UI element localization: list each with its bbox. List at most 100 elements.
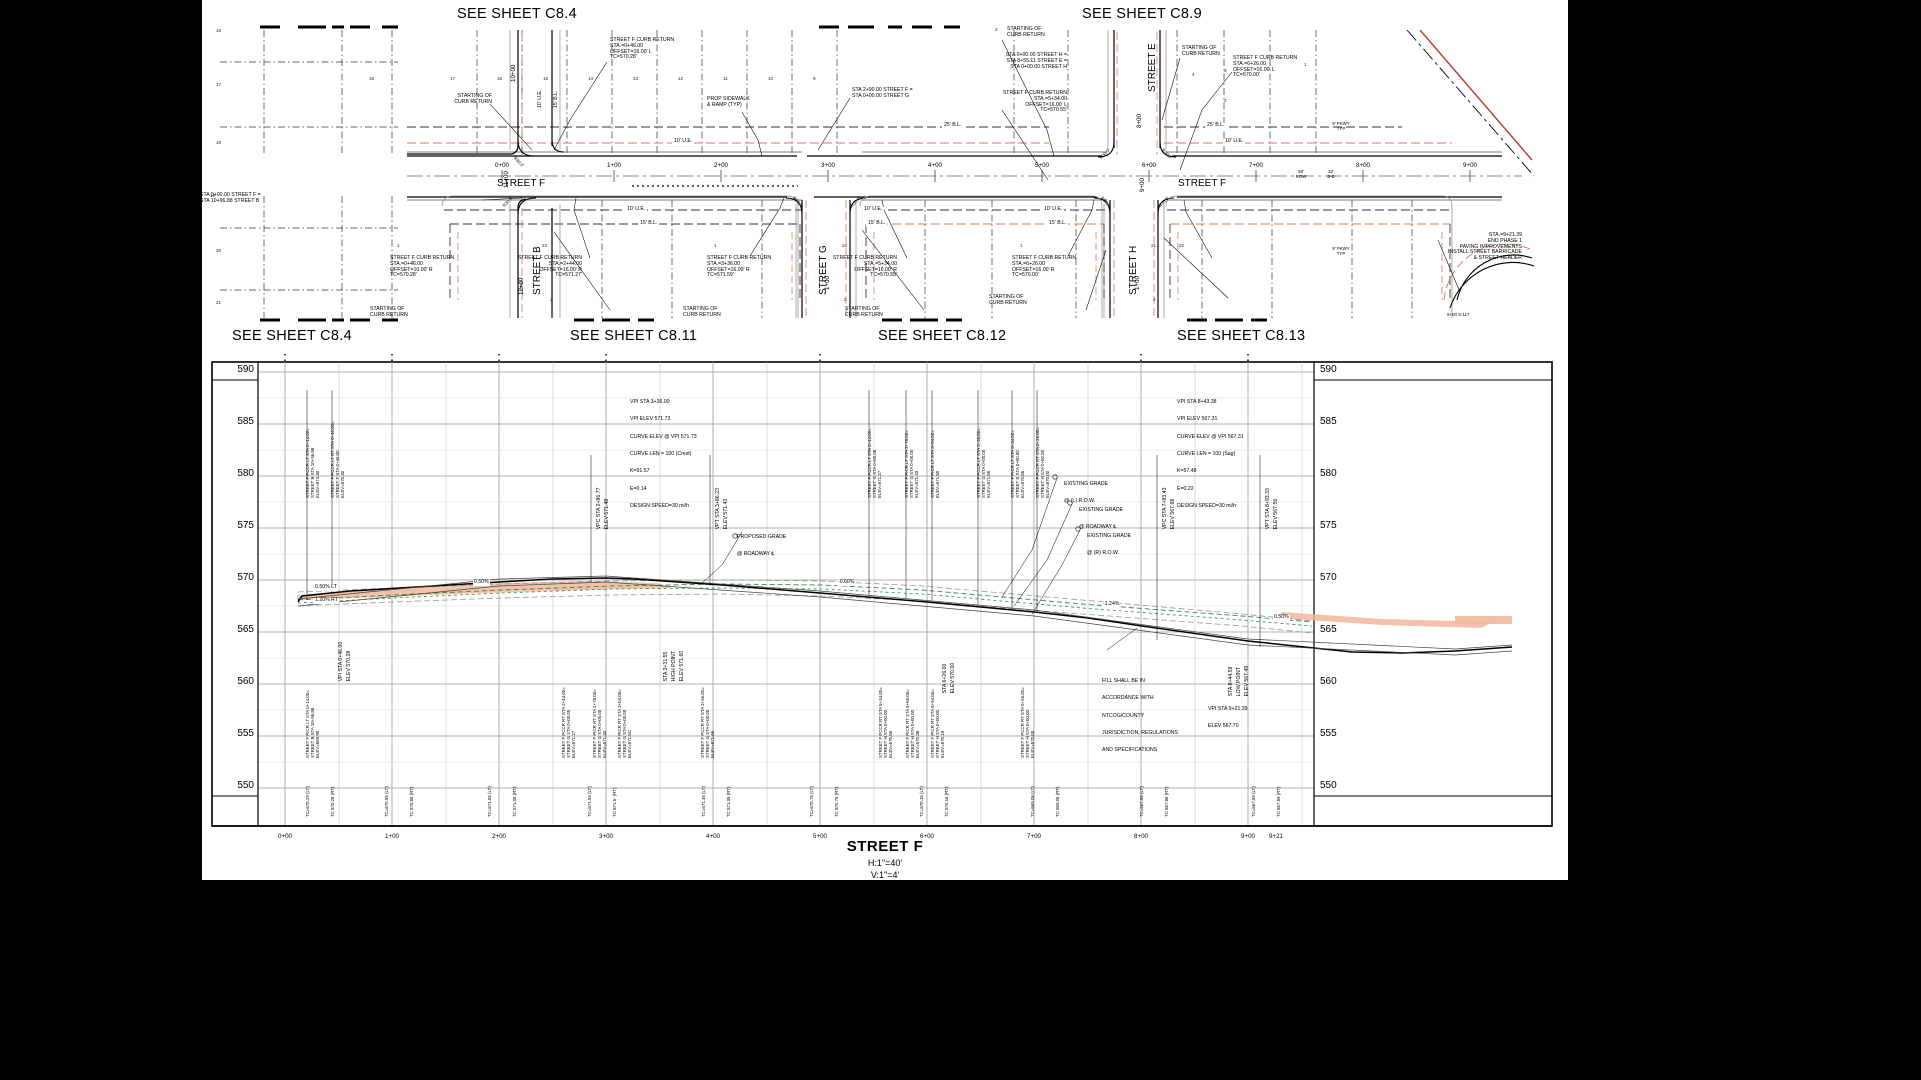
easement-15bl-3: 15' B.L.: [1047, 220, 1069, 227]
callout-9-00-s117: 9+00 S-117: [1447, 312, 1470, 317]
vpi-9-21-elev: ELEV 567.70: [1208, 723, 1239, 730]
profile-view: 590 585 580 575 570 565 560 555 550 590 …: [202, 350, 1568, 880]
y-tick-555-left: 555: [237, 728, 254, 739]
anno-top-2: STREET F PCCR LT STA 2+44.00= STREET G S…: [867, 428, 882, 498]
street-label-f-right: STREET F: [1178, 178, 1227, 189]
legend-exist-l-line1: @ (L) R.O.W.: [1064, 498, 1096, 505]
tc-label: TC=570.15 (LT): [919, 786, 924, 817]
lot-number: 22: [1179, 243, 1185, 248]
vpi-left-line-5: E=0.14: [630, 485, 647, 492]
lot-number: 16: [216, 28, 222, 33]
y-tick-590-left: 590: [237, 364, 254, 375]
fill-note-line4: AND SPECIFICATIONS: [1102, 747, 1158, 754]
see-sheet-ref-bottom-1: SEE SHEET C8.4: [232, 328, 352, 344]
lot-number: 9: [813, 76, 816, 81]
fill-note-line3: JURISDICTION, REGULATIONS: [1102, 729, 1178, 736]
tc-label: TC=567.85 (LT): [1139, 786, 1144, 817]
anno-low-8: STREET F PCCR RT STA 6+26.00= STREET H S…: [1020, 687, 1035, 758]
radius-label: R30.0': [501, 195, 514, 208]
vpi-right-line-0: VPI STA 8+43.38: [1177, 398, 1217, 405]
easement-15bl-2: 15' B.L.: [866, 220, 888, 227]
tc-label: TC 567.59 (RT): [1276, 786, 1281, 817]
grade-1-20-rt: 1.20% RT: [314, 597, 339, 604]
lot-number: 1: [714, 243, 717, 248]
anno-top-5: STREET F PCCR LT STA 3+36.00= STREET G S…: [976, 428, 991, 498]
scale-horizontal: H:1"=40': [867, 858, 903, 868]
anno-low-7: STREET F PICR RT STA 5+94.00= STREET H S…: [930, 689, 945, 758]
x-tick-1-00: 1+00: [385, 833, 399, 840]
x-tick-3-00: 3+00: [599, 833, 613, 840]
callout-curb-return-6-26-R: STREET F CURB RETURN STA.=6+26.00 OFFSET…: [1012, 255, 1077, 279]
fill-note-line0: FILL SHALL BE IN: [1102, 677, 1145, 684]
vstation-11-00: 11+00: [503, 171, 510, 188]
anno-low-5: STREET F PCCR RT STA 5+34.00= STREET H S…: [878, 687, 893, 758]
tc-label: TC=571.35 (LT): [701, 786, 706, 817]
easement-10ue-2: 10' U.E.: [1223, 138, 1246, 145]
sta-6-26-elev: ELEV 570.00: [945, 663, 962, 702]
vstation-h-1-00: 1+00: [1134, 276, 1141, 290]
lot-number: 20: [216, 248, 222, 253]
y-tick-555-right: 555: [1320, 728, 1337, 739]
see-sheet-ref-top-left: SEE SHEET C8.4: [457, 6, 577, 22]
vpi-sta-0-46-elev: ELEV 570.28: [341, 651, 358, 690]
fill-note: FILL SHALL BE IN ACCORDANCE WITH NTCOG/C…: [1102, 667, 1178, 766]
vpi-left-line-1: VPI ELEV 571.73: [630, 416, 671, 423]
tc-label: TC 570.75 (RT): [834, 786, 839, 817]
legend-exist-r-line1: @ (R) R.O.W.: [1087, 550, 1120, 557]
vpi-9-21-39-block: VPI STA 9+21.39 ELEV 567.70: [1208, 695, 1248, 742]
vpi-9-21-sta: VPI STA 9+21.39: [1208, 705, 1248, 712]
radius-label: R30.0': [1160, 147, 1174, 160]
grade-neg-0-60: -0.60%: [837, 579, 856, 586]
easement-25bl-1: 25' B.L.: [942, 122, 964, 129]
vpi-right-line-2: CURVE ELEV @ VPI 567.31: [1177, 433, 1244, 440]
lot-number: 2: [550, 297, 553, 302]
anno-low-0: STREET F PICR LT STA 0+14.00= STREET B S…: [305, 690, 320, 758]
radius-label: R30.0': [1099, 195, 1113, 208]
y-tick-550-left: 550: [237, 780, 254, 791]
callout-sta-2-90-street-g: STA 2+90.00 STREET F = STA 0+00.00 STREE…: [852, 87, 913, 99]
tc-label: TC=571.54 (LT): [587, 786, 592, 817]
tc-label: TC=567.59 (LT): [1251, 786, 1256, 817]
vpi-left-line-2: CURVE ELEV @ VPI 571.73: [630, 433, 697, 440]
x-tick-7-00: 7+00: [1027, 833, 1041, 840]
grade-0-50-end: 0.50%: [1273, 614, 1290, 621]
drawing-sheet: SEE SHEET C8.4 SEE SHEET C8.9 SEE SHEET …: [200, 0, 1568, 880]
lp-elev: ELEV 567.49: [1243, 665, 1250, 697]
vpi-0-46-elev: ELEV 570.28: [345, 650, 352, 682]
lot-number: 17: [450, 76, 456, 81]
vpi-left-line-3: CURVE LEN = 100 (Crest): [630, 450, 692, 457]
vpi-block-left: VPI STA 3+36.00 VPI ELEV 571.73 CURVE EL…: [630, 388, 697, 522]
legend-exist-l-line0: EXISTING GRADE: [1064, 480, 1109, 487]
vpi-left-line-4: K=91.57: [630, 468, 650, 475]
street-b-width-label: 12'+/-: [519, 281, 524, 292]
lot-number: 3: [1224, 68, 1227, 73]
y-tick-580-left: 580: [237, 468, 254, 479]
x-tick-6-00: 6+00: [920, 833, 934, 840]
easement-10ue-5: 10' U.E.: [1042, 206, 1065, 213]
vpc-7-93-43-elev: ELEV 567.68: [1165, 499, 1182, 538]
callout-curb-return-0-46-R: STREET F CURB RETURN STA.=0+46.00 OFFSET…: [390, 255, 455, 279]
easement-10ue-3: 10' U.E.: [625, 206, 648, 213]
y-tick-580-right: 580: [1320, 468, 1337, 479]
vpt-8-93-33-elev: ELEV 567.56: [1268, 499, 1285, 538]
callout-curb-return-5-34-L: STREET F CURB RETURN STA.=5+34.00 OFFSET…: [1002, 90, 1067, 114]
lot-number: 18: [216, 140, 222, 145]
radius-label: R30.0': [791, 195, 805, 208]
legend-exist-c-line1: @ ROADWAY ℄: [1079, 524, 1117, 531]
vpc-left-elev: ELEV 571.48: [603, 498, 610, 530]
callout-starting-curb-return-3: STARTING OF CURB RETURN: [1182, 45, 1220, 57]
vpt-left-elev: ELEV 571.43: [722, 498, 729, 530]
legend-existing-grade-left-row: EXISTING GRADE @ (L) R.O.W.: [1064, 470, 1108, 517]
callout-starting-curb-return-5: STARTING OF CURB RETURN: [683, 306, 721, 318]
roadway-width-label: 32' B-B: [1327, 169, 1335, 179]
legend-prop-line1: @ ROADWAY ℄: [737, 551, 775, 558]
lot-number: 21: [1151, 243, 1157, 248]
y-tick-565-right: 565: [1320, 624, 1337, 635]
hp-elev: ELEV 571.60: [678, 650, 685, 682]
lot-number: 1: [397, 243, 400, 248]
y-tick-565-left: 565: [237, 624, 254, 635]
x-tick-4-00: 4+00: [706, 833, 720, 840]
legend-existing-grade-right-row: EXISTING GRADE @ (R) R.O.W.: [1087, 522, 1131, 569]
easement-10ue-1: 10' U.E.: [672, 138, 695, 145]
x-tick-8-00: 8+00: [1134, 833, 1148, 840]
